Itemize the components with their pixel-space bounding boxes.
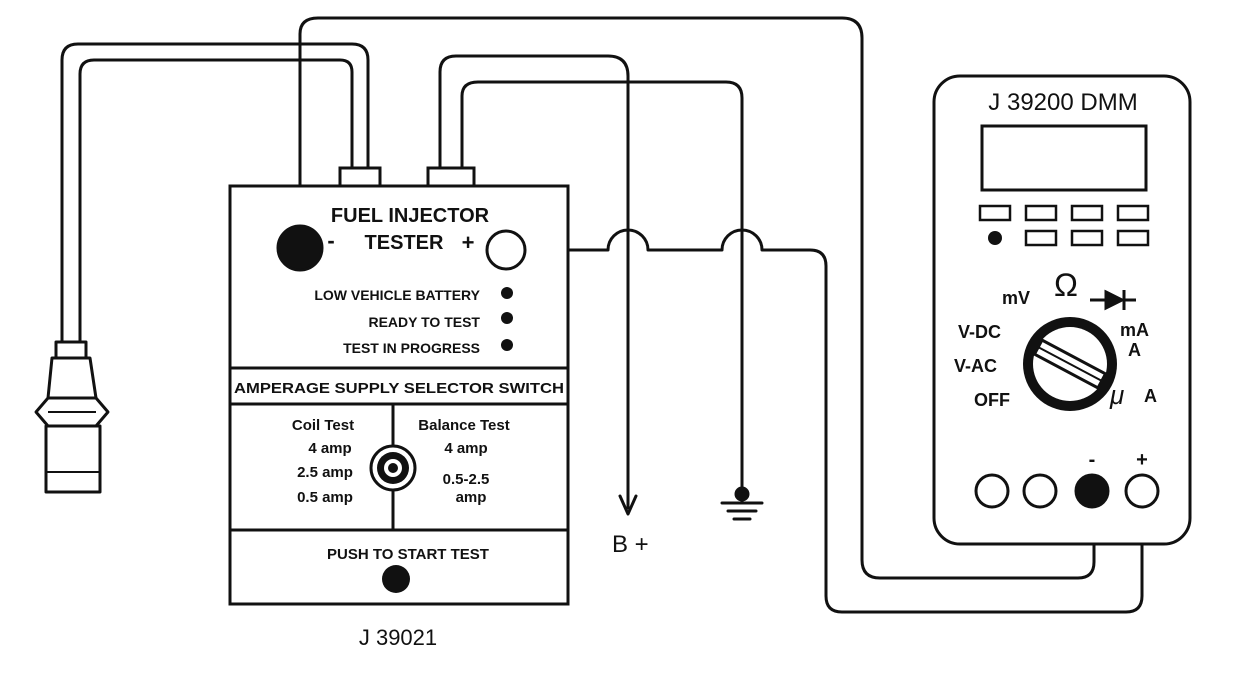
coil-test-header: Coil Test: [292, 417, 354, 434]
dial-label-mv: mV: [1002, 288, 1030, 308]
supply-cable-outer: [438, 54, 630, 510]
tester-title-line2: TESTER: [365, 232, 444, 254]
dial-label-vdc: V-DC: [958, 322, 1001, 342]
dmm-terminal-minus[interactable]: [1074, 473, 1110, 509]
dial-label-ua-a: A: [1144, 386, 1157, 406]
indicator-led-ready: [501, 312, 513, 324]
fuel-injector-tester: FUEL INJECTOR TESTER - + LOW VEHICLE BAT…: [228, 166, 570, 650]
bplus-label: B +: [612, 531, 649, 558]
dmm-title: J 39200 DMM: [988, 89, 1137, 116]
indicator-label-low-battery: LOW VEHICLE BATTERY: [314, 287, 480, 303]
lead-tester-plus-to-dmm-plus: [524, 228, 1144, 614]
harness-cable-outer: [60, 42, 370, 347]
ground-symbol: [720, 486, 764, 521]
dmm-terminal-plus-label: +: [1136, 449, 1148, 471]
dial-label-micro: μ: [1109, 380, 1124, 410]
dmm-button[interactable]: [1024, 229, 1058, 247]
balance-test-option-1: 4 amp: [444, 440, 487, 457]
push-to-start-label: PUSH TO START TEST: [327, 546, 489, 563]
harness-cable-inner: [78, 58, 354, 347]
balance-test-header: Balance Test: [418, 417, 509, 434]
selector-switch-title: AMPERAGE SUPPLY SELECTOR SWITCH: [234, 380, 564, 397]
diode-icon: [1090, 289, 1136, 311]
supply-cable-inner: [460, 80, 744, 492]
dmm-button[interactable]: [978, 204, 1012, 222]
dmm-button[interactable]: [1116, 229, 1150, 247]
balance-test-option-3: amp: [456, 489, 487, 506]
coil-test-option-1: 4 amp: [308, 440, 351, 457]
dial-label-a: A: [1128, 340, 1141, 360]
indicator-label-in-progress: TEST IN PROGRESS: [343, 340, 480, 356]
lead-tester-minus-to-dmm-minus: [298, 16, 1096, 580]
dial-label-ma: mA: [1120, 320, 1149, 340]
tester-plus-sign: +: [462, 230, 475, 255]
indicator-led-in-progress: [501, 339, 513, 351]
tester-right-connector: [426, 166, 476, 188]
dial-label-ohm: Ω: [1054, 267, 1078, 303]
dmm-terminal-1[interactable]: [974, 473, 1010, 509]
digital-multimeter: J 39200 DMM mV Ω V-DC V-AC OFF mA A μ A: [932, 74, 1192, 546]
start-test-button[interactable]: [382, 565, 410, 593]
tester-positive-jack[interactable]: [485, 229, 527, 271]
dmm-button[interactable]: [1070, 229, 1104, 247]
dmm-body: [932, 74, 1192, 546]
coil-test-option-2: 2.5 amp: [297, 464, 353, 481]
tester-title-line1: FUEL INJECTOR: [331, 205, 490, 227]
dmm-terminal-minus-label: -: [1089, 449, 1096, 471]
dmm-button[interactable]: [1024, 204, 1058, 222]
indicator-led-low-battery: [501, 287, 513, 299]
dial-label-off: OFF: [974, 390, 1010, 410]
dial-label-vac: V-AC: [954, 356, 997, 376]
dmm-rotary-dial[interactable]: [1023, 317, 1117, 411]
tester-negative-jack[interactable]: [276, 224, 324, 272]
dmm-display: [980, 124, 1148, 192]
dmm-terminal-plus[interactable]: [1124, 473, 1160, 509]
tester-minus-sign: -: [327, 228, 334, 253]
tester-model-label: J 39021: [359, 625, 437, 650]
bplus-arrow-head: [618, 494, 638, 516]
dmm-terminal-2[interactable]: [1022, 473, 1058, 509]
dmm-power-dot: [988, 231, 1002, 245]
indicator-label-ready: READY TO TEST: [368, 314, 480, 330]
coil-test-option-3: 0.5 amp: [297, 489, 353, 506]
dmm-button-grid: [978, 204, 1150, 247]
dmm-button[interactable]: [1070, 204, 1104, 222]
balance-test-option-2: 0.5-2.5: [443, 471, 490, 488]
dmm-button[interactable]: [1116, 204, 1150, 222]
tester-left-connector: [338, 166, 382, 188]
amperage-selector-knob[interactable]: [369, 444, 417, 492]
wires: [60, 16, 1144, 614]
injector-connector: [34, 340, 110, 494]
